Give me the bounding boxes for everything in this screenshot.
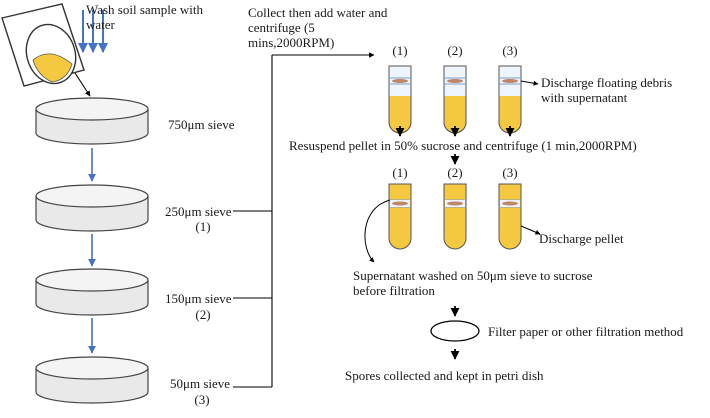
discard-floating-label: Discharge floating debris with supernata… bbox=[541, 75, 673, 105]
centrifuge-tube bbox=[443, 183, 467, 250]
wash-text: Wash soil sample with water bbox=[86, 2, 204, 32]
sieve-label-250: 250μm sieve bbox=[165, 204, 232, 219]
discard-pellet-arrow bbox=[520, 225, 541, 235]
centrifuge-tube bbox=[388, 65, 412, 134]
centrifuge-tube bbox=[388, 183, 412, 250]
sieve-label-50: 50μm sieve bbox=[170, 376, 231, 391]
bowl-soil-liquid bbox=[32, 53, 73, 83]
sieve-index-3: (3) bbox=[194, 392, 210, 407]
collection-bracket bbox=[233, 52, 375, 388]
centrifuge-tube bbox=[498, 183, 522, 250]
tube-label-row2-3: (3) bbox=[502, 165, 518, 180]
sieve-index-1: (1) bbox=[195, 219, 211, 234]
wash-water-arrows bbox=[78, 10, 108, 53]
centrifuge-tube bbox=[498, 65, 522, 134]
tube-label-row1-1: (1) bbox=[392, 43, 408, 58]
discard-floating-arrow bbox=[520, 80, 539, 86]
wash-bowl bbox=[1, 3, 85, 87]
filter-paper bbox=[430, 320, 480, 342]
sieve-250 bbox=[35, 184, 149, 232]
sieve-150 bbox=[35, 268, 149, 316]
sieve-50 bbox=[35, 356, 149, 404]
spores-label: Spores collected and kept in petri dish bbox=[345, 368, 544, 383]
tube-row-1 bbox=[388, 65, 522, 134]
filter-label: Filter paper or other filtration method bbox=[488, 324, 684, 339]
sieve-index-2: (2) bbox=[195, 307, 211, 322]
tube-label-row1-3: (3) bbox=[502, 43, 518, 58]
collect-step-label: Collect then add water and centrifuge (5… bbox=[248, 5, 388, 50]
sieve-label-150: 150μm sieve bbox=[165, 291, 232, 306]
tube-row-2 bbox=[388, 183, 522, 250]
tube-label-row2-2: (2) bbox=[447, 165, 463, 180]
discard-pellet-label: Discharge pellet bbox=[539, 231, 624, 246]
pour-arrow bbox=[74, 72, 91, 97]
wash-step-label: Wash soil sample with water bbox=[86, 2, 234, 32]
tube-label-row2-1: (1) bbox=[392, 165, 408, 180]
centrifuge-tube bbox=[443, 65, 467, 134]
tube-label-row1-2: (2) bbox=[447, 43, 463, 58]
sieve-label-750: 750μm sieve bbox=[168, 117, 235, 132]
sieve-750 bbox=[35, 97, 149, 145]
supernatant-curve-arrow bbox=[364, 199, 391, 263]
resuspend-label: Resuspend pellet in 50% sucrose and cent… bbox=[289, 138, 637, 153]
supernatant-wash-label: Supernatant washed on 50μm sieve to sucr… bbox=[353, 268, 593, 298]
